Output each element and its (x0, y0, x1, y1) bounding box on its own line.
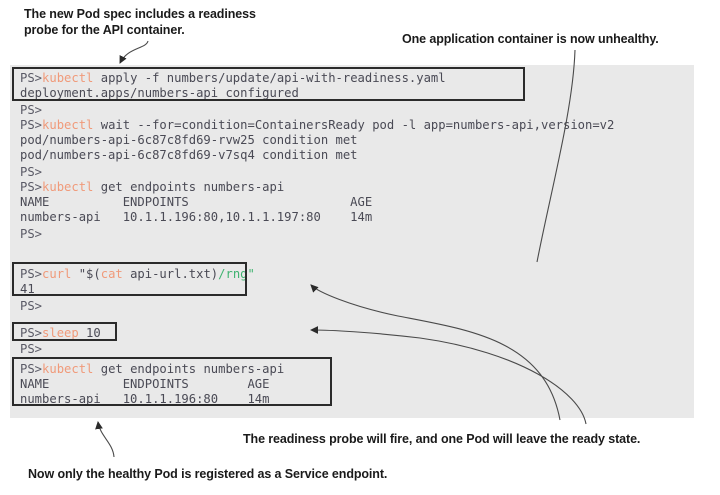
terminal-token: PS> (20, 165, 43, 179)
terminal-line: 41 (20, 282, 35, 297)
terminal-line: deployment.apps/numbers-api configured (20, 86, 299, 101)
terminal-token: 10 (78, 326, 101, 340)
highlight-box-endpoints-after (12, 357, 332, 406)
terminal-line: PS> (20, 299, 42, 314)
terminal-token: get endpoints numbers-api (93, 362, 285, 376)
terminal-line: numbers-api 10.1.1.196:80,10.1.1.197:80 … (20, 210, 372, 225)
highlight-box-apply-command (12, 67, 525, 101)
terminal-token: sleep (42, 326, 79, 340)
terminal-line: NAME ENDPOINTS AGE (20, 195, 372, 210)
terminal-line: NAME ENDPOINTS AGE (20, 377, 269, 392)
terminal-token: PS> (20, 180, 43, 194)
terminal-token: pod/numbers-api-6c87c8fd69-rvw25 conditi… (20, 133, 358, 147)
terminal-line: PS>kubectl get endpoints numbers-api (20, 180, 284, 195)
terminal-token: PS> (20, 342, 43, 356)
callout-container-unhealthy: One application container is now unhealt… (402, 32, 659, 46)
terminal-token: api-url.txt) (122, 267, 219, 281)
terminal-token: pod/numbers-api-6c87c8fd69-v7sq4 conditi… (20, 148, 358, 162)
terminal-line: PS> (20, 103, 42, 118)
terminal-token: kubectl (42, 118, 94, 132)
terminal-line: numbers-api 10.1.1.196:80 14m (20, 392, 269, 407)
terminal-token: kubectl (42, 180, 94, 194)
connector-pod-spec (119, 40, 149, 64)
terminal-token: "$( (71, 267, 101, 281)
terminal-token: numbers-api 10.1.1.196:80,10.1.1.197:80 … (20, 210, 373, 224)
connector-endpoint (95, 421, 115, 458)
terminal-line: PS>kubectl apply -f numbers/update/api-w… (20, 71, 446, 86)
terminal-token: PS> (20, 362, 43, 376)
terminal-token: NAME ENDPOINTS AGE (20, 195, 373, 209)
terminal-token: 41 (20, 282, 35, 296)
terminal-token: PS> (20, 326, 43, 340)
terminal-token: NAME ENDPOINTS AGE (20, 377, 270, 391)
terminal-line: PS>curl "$(cat api-url.txt)/rng" (20, 267, 255, 282)
terminal-token: get endpoints numbers-api (93, 180, 285, 194)
terminal-line: PS> (20, 342, 42, 357)
terminal-token: deployment.apps/numbers-api configured (20, 86, 299, 100)
terminal-line: pod/numbers-api-6c87c8fd69-v7sq4 conditi… (20, 148, 358, 163)
terminal-token: PS> (20, 103, 43, 117)
terminal-token: PS> (20, 118, 43, 132)
callout-pod-spec-readiness-probe: The new Pod spec includes a readiness pr… (24, 7, 256, 37)
terminal-token: PS> (20, 227, 43, 241)
terminal-token: kubectl (42, 71, 94, 85)
terminal-line: PS>kubectl get endpoints numbers-api (20, 362, 284, 377)
terminal-token: curl (42, 267, 72, 281)
terminal-line: PS> (20, 165, 42, 180)
highlight-box-sleep-command (12, 322, 117, 341)
terminal-token: PS> (20, 299, 43, 313)
terminal-token: PS> (20, 267, 43, 281)
callout-readiness-probe-fires: The readiness probe will fire, and one P… (243, 432, 641, 446)
terminal-token: cat (100, 267, 123, 281)
terminal-token: wait --for=condition=ContainersReady pod… (93, 118, 615, 132)
highlight-box-curl-command (12, 262, 247, 296)
terminal-line: PS>sleep 10 (20, 326, 101, 341)
terminal-token: numbers-api 10.1.1.196:80 14m (20, 392, 270, 406)
terminal-console[interactable]: PS>kubectl apply -f numbers/update/api-w… (10, 65, 694, 418)
terminal-token: apply -f numbers/update/api-with-readine… (93, 71, 446, 85)
callout-healthy-pod-endpoint: Now only the healthy Pod is registered a… (28, 467, 388, 481)
terminal-token: PS> (20, 71, 43, 85)
terminal-line: pod/numbers-api-6c87c8fd69-rvw25 conditi… (20, 133, 358, 148)
terminal-token: kubectl (42, 362, 94, 376)
terminal-line: PS> (20, 227, 42, 242)
terminal-line: PS>kubectl wait --for=condition=Containe… (20, 118, 614, 133)
